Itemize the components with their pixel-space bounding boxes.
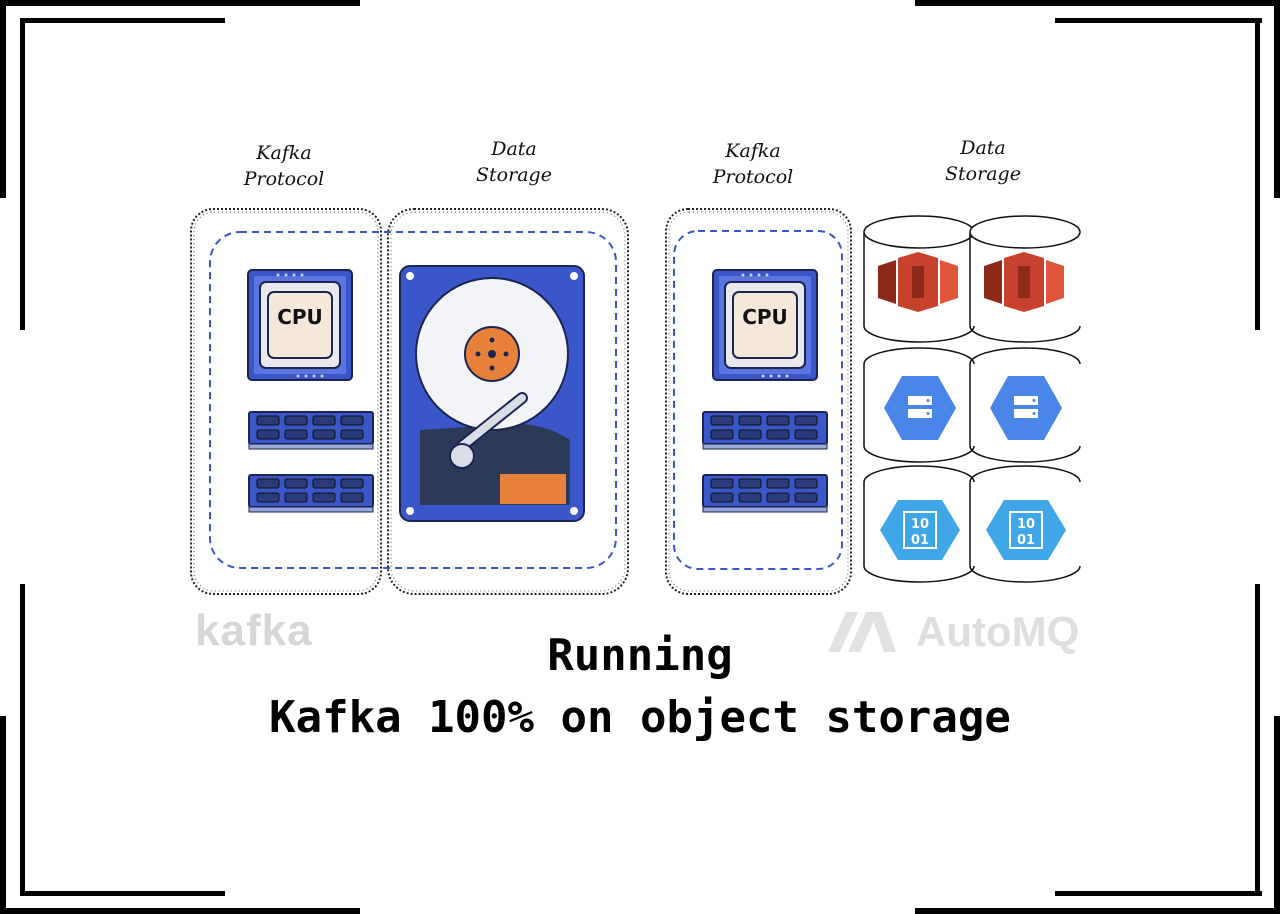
hard-drive-icon xyxy=(399,265,585,522)
frame-bottom-right-inner-h xyxy=(1055,891,1262,896)
architecture-diagram: CPU CPU 10 01 10 01 xyxy=(190,208,1081,652)
frame-top-left-h xyxy=(0,0,360,6)
frame-top-right-v xyxy=(1274,0,1280,198)
frame-bottom-right-h xyxy=(915,908,1280,914)
kafka-protocol-box xyxy=(190,208,382,595)
headline-line-2: Kafka 100% on object storage xyxy=(269,692,1011,743)
azure-binary-1b: 01 xyxy=(911,533,929,548)
frame-top-left-v xyxy=(0,0,6,198)
frame-top-left-inner-v xyxy=(20,18,25,330)
frame-bottom-left-h xyxy=(0,908,360,914)
gcs-icon-2 xyxy=(990,376,1062,440)
automq-logo-mark xyxy=(828,612,896,652)
kafka-broker-boundary xyxy=(209,231,617,569)
kafka-storage-box xyxy=(387,208,629,595)
azure-binary-2a: 10 xyxy=(1017,517,1035,532)
ram-stick-left-1 xyxy=(248,411,374,450)
cpu-label-right: CPU xyxy=(742,305,788,329)
headline-line-1: Running xyxy=(547,630,733,681)
automq-watermark: AutoMQ xyxy=(916,608,1080,655)
frame-top-right-inner-h xyxy=(1055,18,1262,23)
gcs-icon-1 xyxy=(884,376,956,440)
ram-stick-right-2 xyxy=(702,474,828,513)
azure-binary-1a: 10 xyxy=(911,517,929,532)
aws-s3-icon-2 xyxy=(984,252,1064,312)
kafka-watermark: kafka xyxy=(195,606,313,655)
automq-protocol-box xyxy=(665,208,852,595)
frame-top-left-inner-h xyxy=(20,18,225,23)
aws-s3-icon-1 xyxy=(878,252,958,312)
frame-bottom-right-v xyxy=(1274,716,1280,914)
frame-bottom-left-v xyxy=(0,716,6,914)
frame-top-right-h xyxy=(915,0,1280,6)
azure-binary-2b: 01 xyxy=(1017,533,1035,548)
frame-bottom-left-inner-h xyxy=(20,891,225,896)
frame-bottom-right-inner-v xyxy=(1255,584,1260,896)
ram-stick-left-2 xyxy=(248,474,374,513)
automq-broker-boundary xyxy=(673,230,843,570)
frame-top-right-inner-v xyxy=(1255,18,1260,330)
ram-stick-right-1 xyxy=(702,411,828,450)
cpu-label-left: CPU xyxy=(277,305,323,329)
frame-bottom-left-inner-v xyxy=(20,584,25,896)
